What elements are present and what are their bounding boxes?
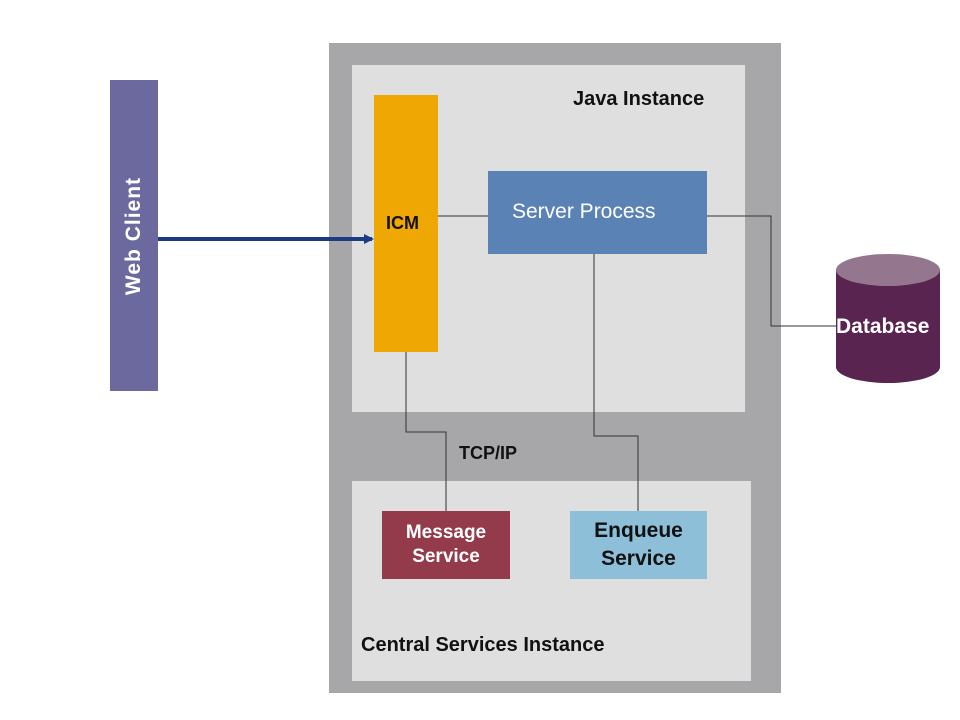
icm-label: ICM [386, 213, 419, 233]
java-instance-label: Java Instance [573, 88, 705, 110]
enqueue-service-label: Enqueue Service [594, 519, 683, 570]
database-label: Database [836, 315, 930, 338]
tcp-ip-label: TCP/IP [459, 443, 518, 463]
message-service-box: Message Service [382, 511, 510, 579]
central-services-instance-label: Central Services Instance [361, 634, 605, 656]
web-client-label: Web Client [122, 176, 145, 296]
web-client-box [110, 80, 158, 391]
message-service-label: Message Service [405, 522, 487, 567]
server-process-box [488, 171, 707, 254]
enqueue-service-box: Enqueue Service [570, 511, 707, 579]
icm-box [374, 95, 438, 352]
server-process-label: Server Process [512, 200, 656, 223]
